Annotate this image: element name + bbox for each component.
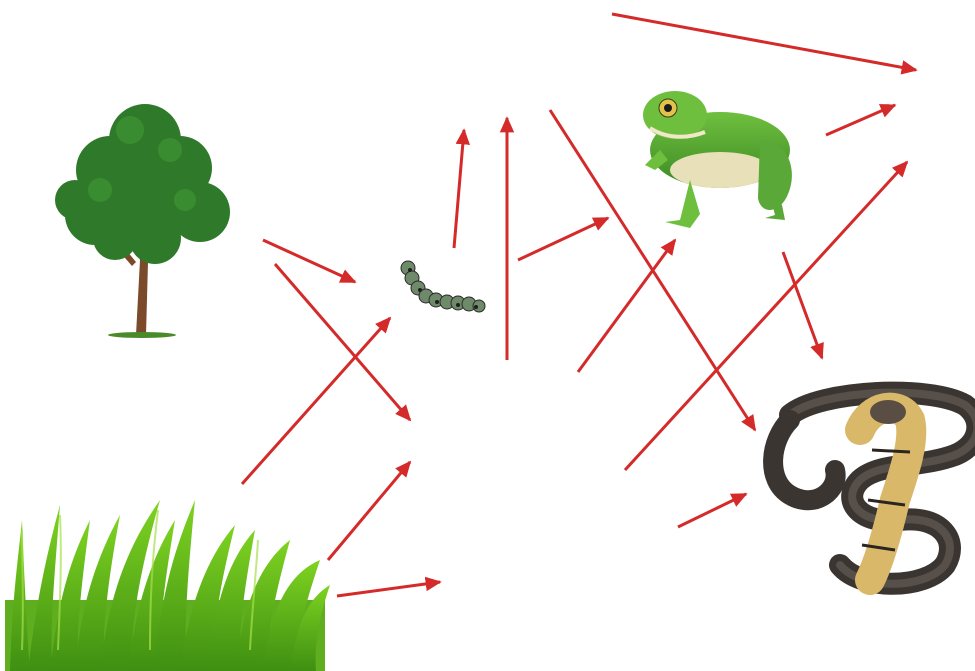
arrow-frog-to-right [826,105,895,135]
arrow-grass-to-box1 [328,462,410,560]
frog-icon [643,91,792,228]
arrow-box-to-frog [578,240,675,372]
arrow-grass-to-caterpillar [242,318,390,484]
caterpillar-icon [401,261,485,312]
arrow-box2-to-snake [678,494,746,527]
grass-icon [5,500,330,671]
arrow-caterpillar-to-frog [518,218,608,260]
tree-icon [55,104,230,338]
snake-icon [773,393,975,584]
arrow-tree-to-box [275,264,410,420]
arrow-grass-to-box2 [337,582,440,596]
arrow-tree-to-caterpillar [263,240,355,282]
arrow-frog-to-snake [783,252,822,358]
arrow-top-to-right [612,14,916,70]
arrow-caterpillar-up [454,130,464,248]
